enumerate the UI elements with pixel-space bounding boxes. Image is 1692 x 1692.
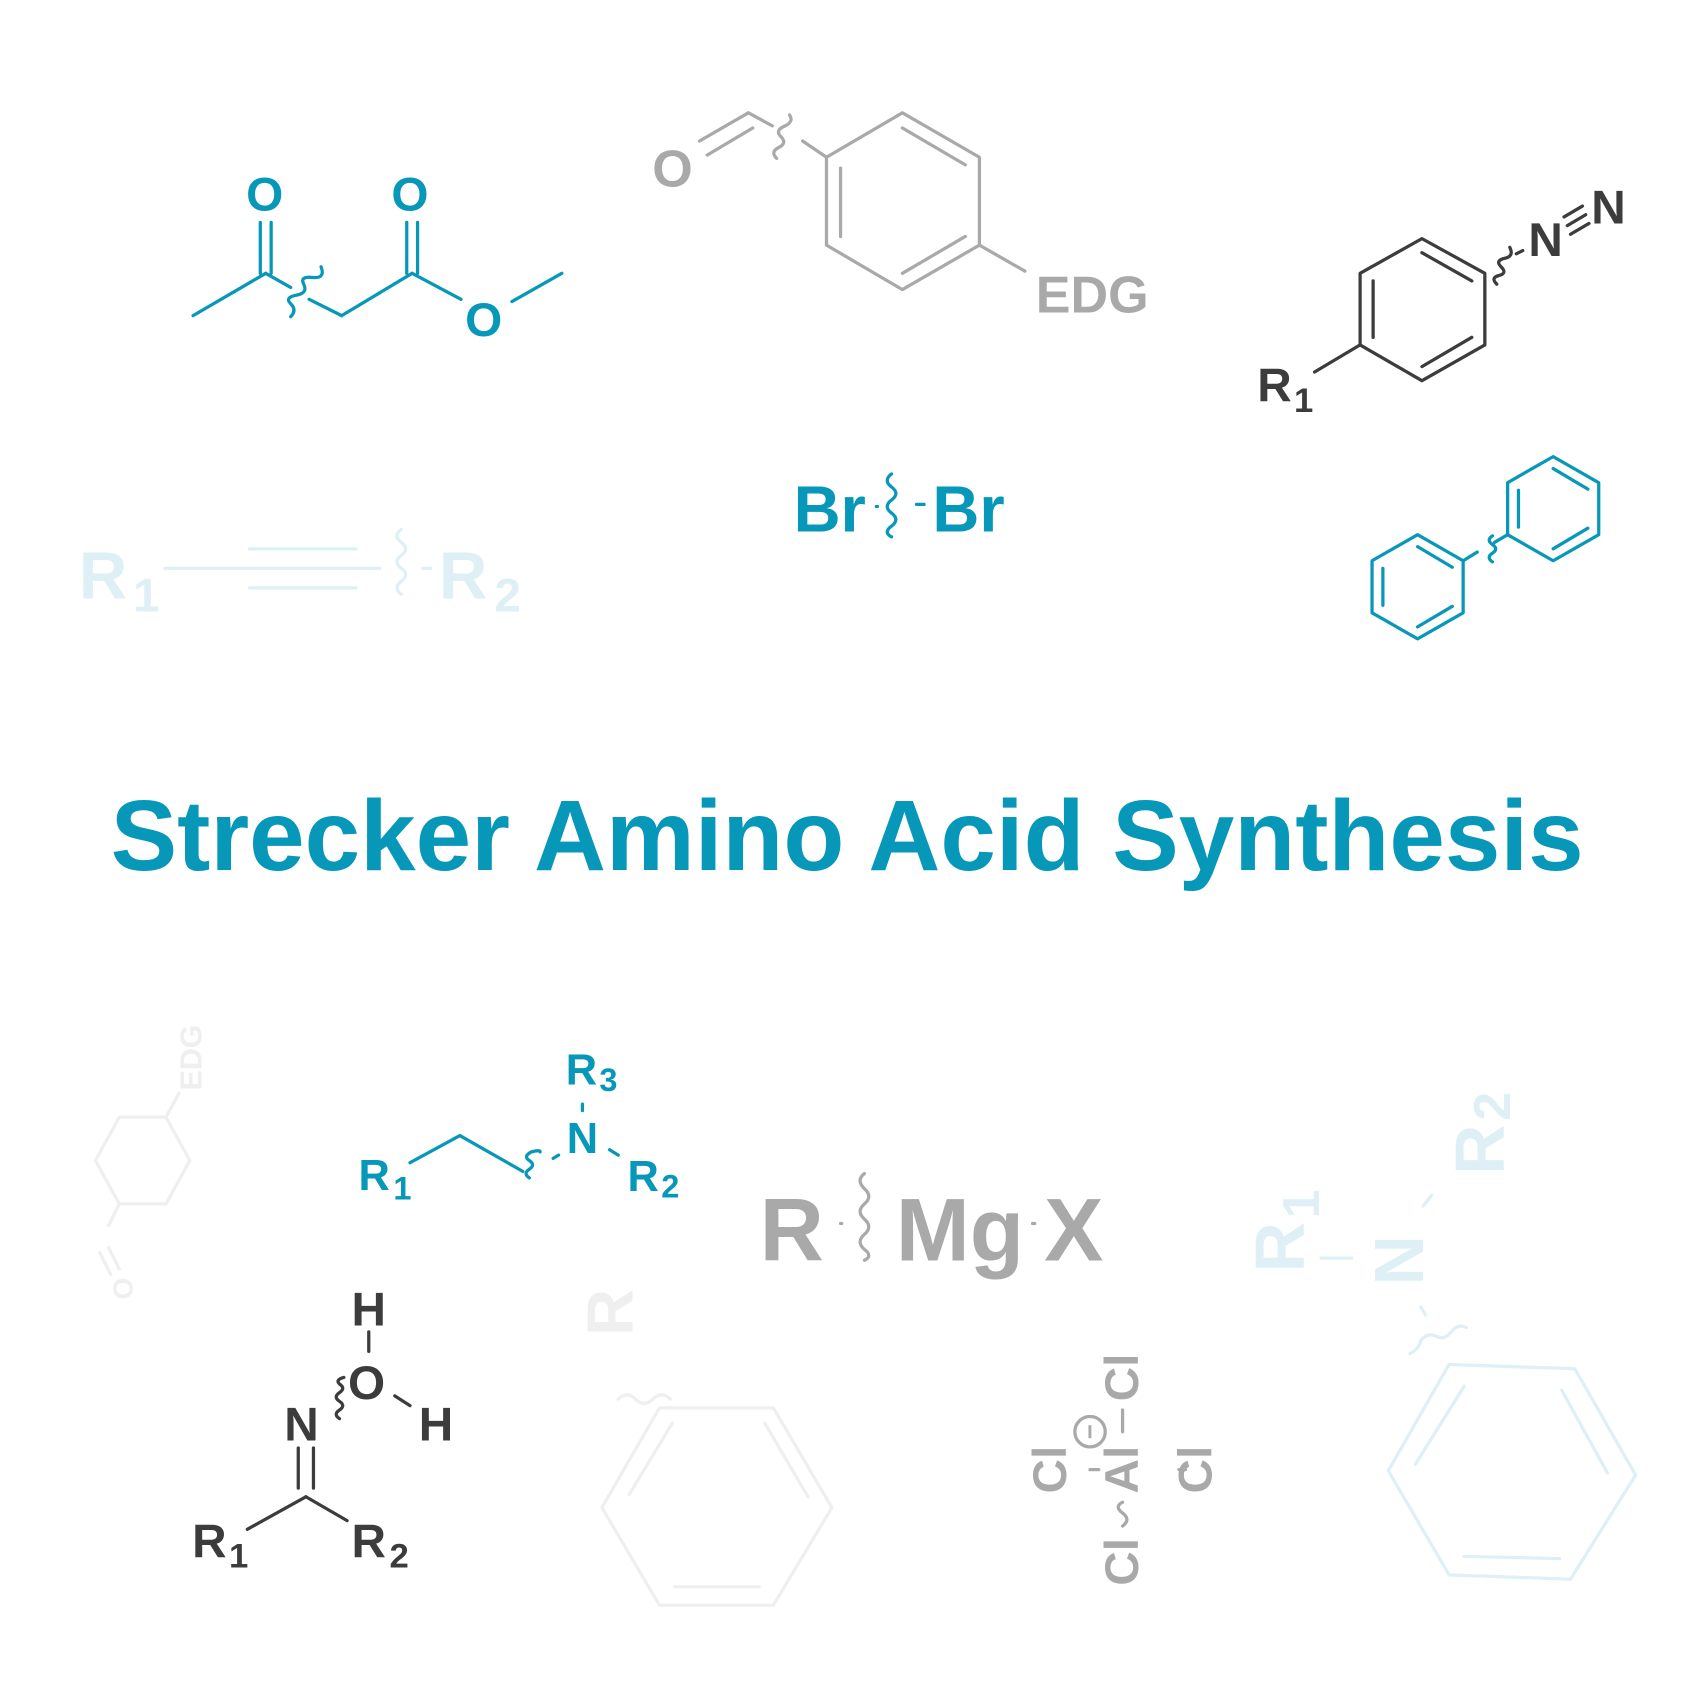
atom-label-o: O [348,1357,385,1410]
edg-label: EDG [1036,266,1149,324]
edg-label: EDG [176,1025,209,1091]
faint-aryl-structure [600,1393,834,1607]
r-group-label: R [359,1152,390,1200]
r-group-subscript: 1 [229,1537,248,1575]
atom-label-mg: Mg [896,1179,1024,1279]
atom-label-cl: Cl [1096,1354,1149,1402]
r-group-subscript: 2 [389,1537,408,1575]
wavy-bond-icon [1487,534,1498,564]
r-group-subscript: 3 [599,1062,617,1098]
atom-label-br: Br [932,472,1004,545]
wavy-bond-icon [1408,1324,1469,1356]
charge-label: − [1075,1424,1105,1439]
wavy-bond-icon [838,1171,1037,1262]
atom-label-h: H [352,1283,386,1336]
atom-label-o: O [652,141,692,199]
atom-label-al: Al [1096,1446,1149,1494]
r-group-label: R [566,1047,597,1095]
wavy-bond-icon [524,1149,542,1180]
atom-label-o: O [391,168,428,221]
r-group-subscript: 2 [1464,1092,1522,1121]
r-group-subscript: 1 [393,1171,411,1207]
atom-label-cl: Cl [1024,1446,1077,1494]
wavy-bond-icon [616,1393,672,1406]
r-group-subscript: 1 [1294,382,1313,420]
atom-label-o: O [106,1278,138,1300]
faint-aryl-aldehyde-structure [93,1091,192,1277]
atom-label-cl: Cl [1096,1538,1149,1586]
tertiary-amine-structure [408,1102,620,1180]
atom-label-o: O [246,168,283,221]
wavy-bond-icon [395,527,408,596]
r-group-subscript: 1 [1273,1189,1331,1218]
tetrachloroaluminate-structure: Al Cl Cl Cl Cl − [1024,1354,1222,1586]
atom-label-n: N [567,1115,598,1163]
atom-label-n: N [284,1398,318,1451]
r-group-label: R [79,539,128,614]
imine-water-structure [245,1330,412,1531]
wavy-bond-icon [874,472,926,539]
r-group-label: R [1257,359,1291,412]
atom-label-n: N [1591,181,1625,234]
wavy-bond-icon [334,1375,346,1421]
r-group-label: R [1241,1222,1319,1272]
atom-label-h: H [419,1398,453,1451]
atom-label-o: O [465,294,502,347]
aryl-aldehyde-structure [697,111,1027,292]
faint-alkyne-structure [163,527,433,596]
r-group-label: R [352,1516,386,1569]
page-title: Strecker Amino Acid Synthesis [111,781,1584,892]
wavy-bond-icon [772,113,793,160]
r-group-subscript: 2 [661,1168,679,1204]
r-group-label: R [573,1289,646,1336]
r-group-label: R [1440,1125,1518,1175]
negative-charge-icon [1073,1414,1107,1449]
faint-aryl-amine-structure [1319,1193,1638,1581]
r-group-label: R [760,1179,824,1279]
r-group-label: R [192,1516,226,1569]
wavy-bond-icon [1492,245,1513,286]
atom-label-n: N [1528,214,1562,267]
methyl-acetoacetate-structure [191,220,564,319]
r-group-label: R [439,539,488,614]
atom-label-x: X [1044,1179,1103,1279]
r-group-subscript: 2 [494,570,521,623]
r-group-subscript: 1 [133,570,160,623]
atom-label-br: Br [794,472,866,545]
aryl-diazonium-structure [1312,204,1591,383]
r-group-label: R [628,1153,659,1201]
biphenyl-structure [1370,454,1601,641]
wavy-bond-icon [286,265,324,319]
atom-label-n: N [1360,1235,1438,1285]
wavy-bond-icon [1116,1500,1129,1528]
